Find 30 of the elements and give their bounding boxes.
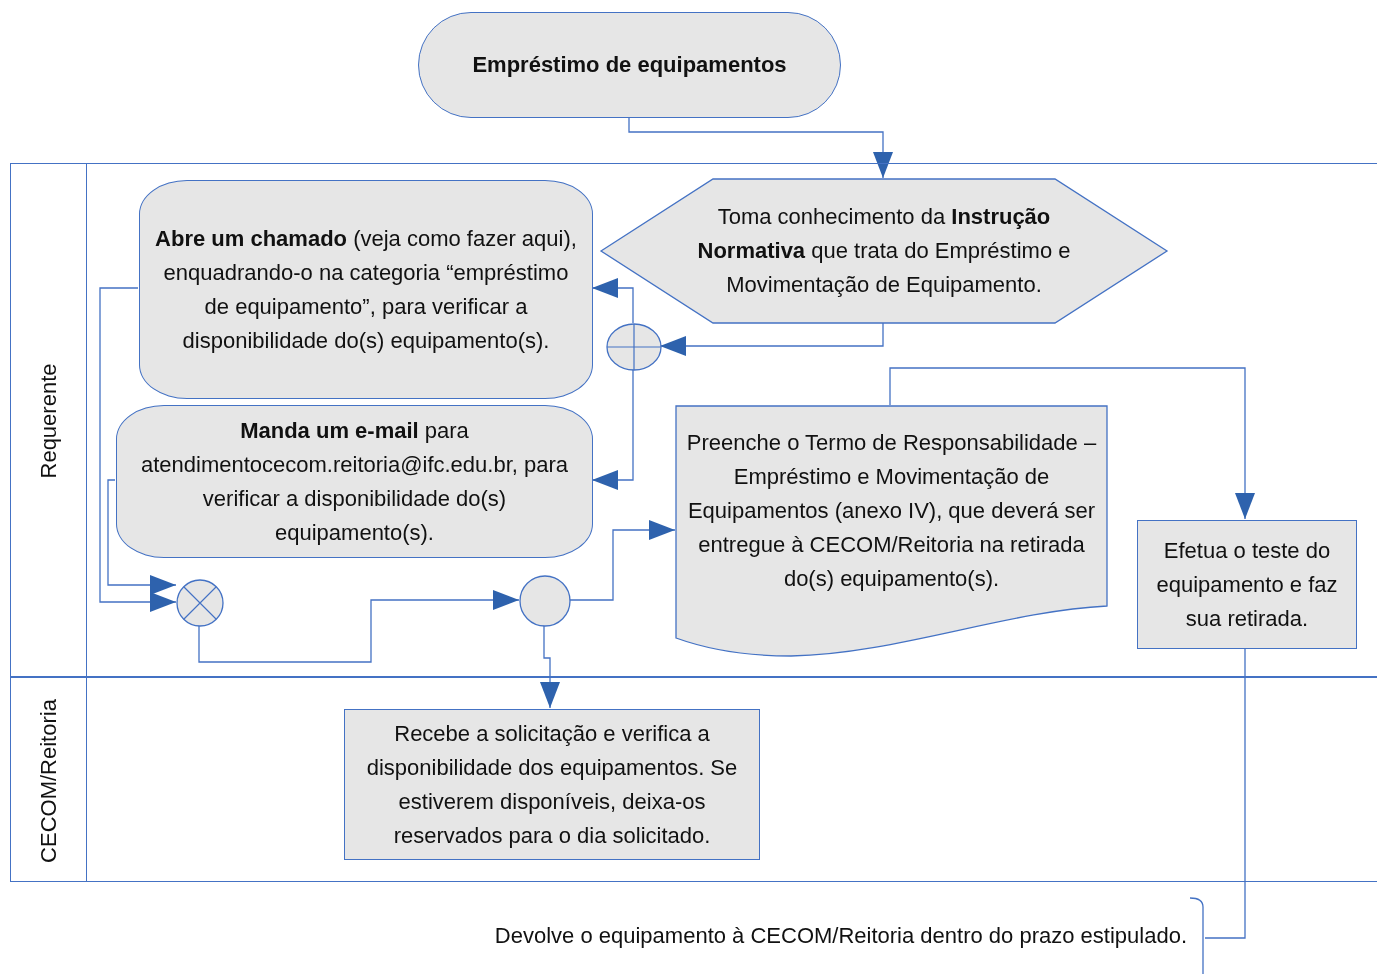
step-text: Efetua o teste do equipamento e faz sua retirada. <box>1155 536 1339 633</box>
step-text: Manda um e-mail para atendimentocecom.reitoria@ifc.edu.br, para verificar a disponibilidade do(s) equipamento(s). <box>139 416 570 547</box>
step-text: Devolve o equipamento à CECOM/Reitoria dentro do prazo estipulado. <box>494 922 1187 950</box>
process-box <box>1137 520 1357 649</box>
lane-title: Requerente <box>36 363 62 479</box>
step-text: Toma conhecimento da Instrução Normativa que trata do Empréstimo e Movimentação de Equipamento. <box>696 203 1072 299</box>
connector <box>889 367 1255 520</box>
hexagon-step <box>601 179 1167 323</box>
or-gateway <box>607 324 661 370</box>
merge-circle <box>520 576 570 626</box>
connector <box>198 590 520 663</box>
exclusive-gateway <box>177 580 223 626</box>
step-text: Preenche o Termo de Responsabilidade – Empréstimo e Movimentação de Equipamentos (anexo IV), que deverá ser entregue à CECOM/Reitoria na retirada do(s) equipamento(s). <box>685 429 1098 593</box>
step-text: Empréstimo de equipamentos <box>472 51 787 79</box>
connector <box>1204 647 1246 939</box>
connector <box>591 368 634 490</box>
rounded-step <box>116 405 593 558</box>
swimlane <box>10 677 1377 882</box>
swimlane <box>10 163 1377 677</box>
rounded-step <box>139 180 593 399</box>
lane-title: CECOM/Reitoria <box>36 698 62 863</box>
connector <box>540 624 560 709</box>
document-step <box>676 406 1107 656</box>
connector <box>107 479 177 595</box>
connector <box>628 117 893 179</box>
connector <box>99 287 177 612</box>
step-text: Recebe a solicitação e verifica a disponibilidade dos equipamentos. Se estiverem disponíveis, deixa-os reservados para o dia solicitado. <box>365 719 739 850</box>
connector <box>591 278 634 324</box>
step-text: Abre um chamado (veja como fazer aqui), enquadrando-o na categoria “empréstimo de equipamento”, para verificar a disponibilidade do(s) equipamento(s). <box>154 224 578 355</box>
process-box <box>344 709 760 860</box>
